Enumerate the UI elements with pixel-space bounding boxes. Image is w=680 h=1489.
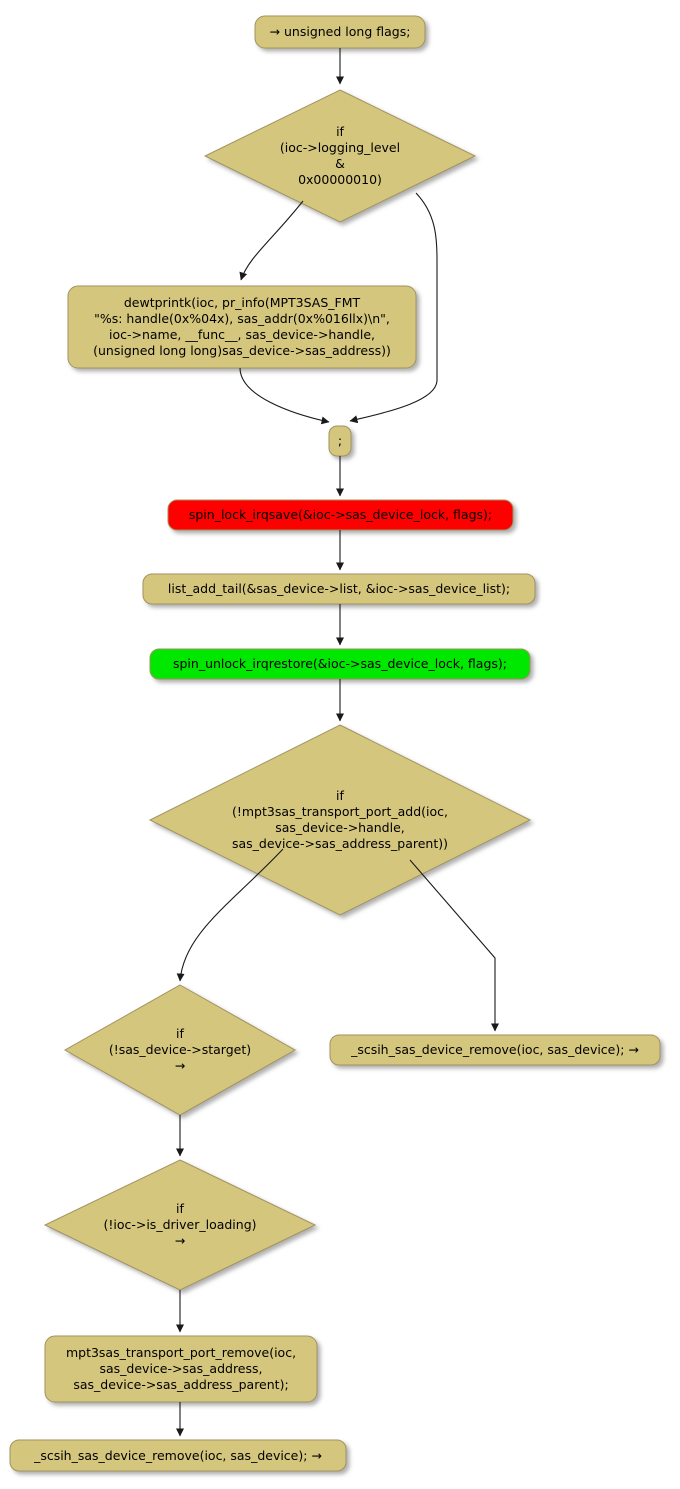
edge-dewtprintk-to-merge: [239, 367, 330, 425]
edge-if-port-add-true-to-if-starget: [176, 848, 284, 982]
remove-right-node-shape: [329, 1034, 661, 1066]
if-driver-loading-diamond-shape: [43, 1159, 317, 1291]
remove-bottom-node-shape: [9, 1439, 347, 1472]
spin-unlock-node-shape: [149, 648, 531, 680]
dewtprintk-node-shape: [67, 285, 417, 369]
port-remove-node-shape: [44, 1335, 318, 1403]
edge-if-logging-false-to-merge: [349, 192, 438, 424]
edge-if-logging-true-to-dewtprintk: [239, 200, 304, 281]
list-add-node-shape: [142, 573, 536, 605]
edge-if-port-add-false-to-remove-right: [409, 859, 499, 1032]
spin-lock-node-shape: [167, 499, 514, 531]
if-starget-diamond-shape: [63, 984, 297, 1116]
if-port-add-diamond-shape: [148, 724, 532, 916]
start-node-shape: [254, 15, 426, 49]
merge-node-shape: [328, 425, 352, 457]
if-logging-diamond-shape: [203, 89, 477, 223]
